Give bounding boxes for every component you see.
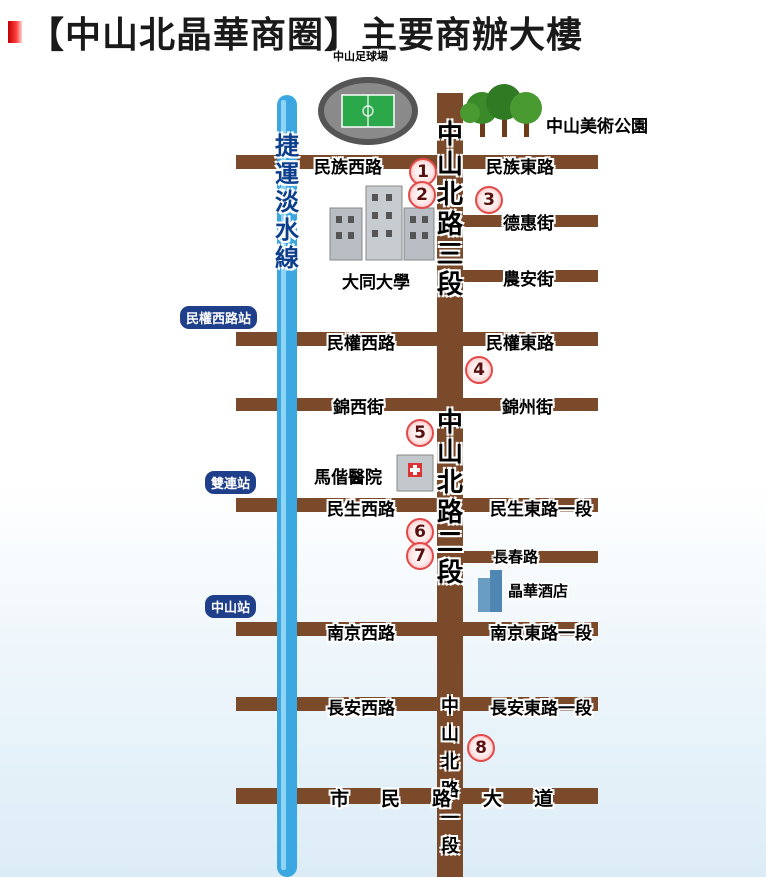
street-minsheng-east: 民生東路一段 bbox=[490, 500, 592, 520]
road-changan bbox=[236, 697, 598, 711]
building-marker-6[interactable]: 6 bbox=[406, 518, 434, 546]
street-jinxi: 錦西街 bbox=[333, 398, 384, 418]
road-dehui bbox=[450, 215, 598, 227]
zhongshan-sec2-label: 中山北路二段 bbox=[436, 408, 463, 588]
zhongshan-sec1-label: 中山北路一段 bbox=[441, 696, 459, 857]
university-label: 大同大學 bbox=[342, 273, 410, 293]
road-nanjing bbox=[236, 622, 598, 636]
street-changan-east: 長安東路一段 bbox=[490, 699, 592, 719]
hospital-label: 馬偕醫院 bbox=[314, 468, 382, 488]
street-minzu-west: 民族西路 bbox=[314, 158, 382, 178]
tree-icon bbox=[460, 84, 542, 137]
road-civic bbox=[236, 788, 598, 804]
hotel-building-icon bbox=[478, 570, 502, 612]
street-minzu-east: 民族東路 bbox=[486, 158, 554, 178]
page-title: 【中山北晶華商圈】主要商辦大樓 bbox=[8, 6, 583, 58]
road-changchun bbox=[450, 551, 598, 563]
building-marker-2[interactable]: 2 bbox=[408, 181, 436, 209]
station-shuanglian[interactable]: 雙連站 bbox=[205, 471, 257, 494]
street-nanjing-east: 南京東路一段 bbox=[490, 624, 592, 644]
title-text: 【中山北晶華商圈】主要商辦大樓 bbox=[28, 15, 584, 56]
building-marker-3[interactable]: 3 bbox=[475, 186, 503, 214]
street-dehui: 德惠街 bbox=[503, 214, 554, 234]
road-zhongshan-north bbox=[437, 93, 463, 877]
road-jinxi bbox=[236, 398, 598, 411]
road-minsheng bbox=[236, 498, 598, 512]
street-civic-boulevard: 市民路大道 bbox=[330, 788, 554, 810]
university-building-icon bbox=[329, 185, 435, 261]
hotel-label: 晶華酒店 bbox=[508, 582, 569, 600]
road-minquan bbox=[236, 332, 598, 346]
street-changchun: 長春路 bbox=[493, 548, 539, 566]
road-nongan bbox=[450, 270, 598, 282]
art-park-label: 中山美術公園 bbox=[546, 117, 648, 137]
street-minsheng-west: 民生西路 bbox=[327, 500, 395, 520]
station-zhongshan[interactable]: 中山站 bbox=[205, 595, 257, 618]
stadium-icon bbox=[318, 77, 418, 145]
stadium-label: 中山足球場 bbox=[333, 50, 388, 63]
building-marker-5[interactable]: 5 bbox=[406, 419, 434, 447]
street-nongan: 農安街 bbox=[503, 270, 554, 290]
street-minquan-east: 民權東路 bbox=[486, 334, 554, 354]
building-marker-7[interactable]: 7 bbox=[406, 542, 434, 570]
street-nanjing-west: 南京西路 bbox=[327, 624, 395, 644]
street-changan-west: 長安西路 bbox=[327, 699, 395, 719]
zhongshan-sec3-label: 中山北路三段 bbox=[436, 120, 463, 300]
metro-line-label: 捷運淡水線 bbox=[272, 132, 302, 272]
hospital-building-icon bbox=[396, 454, 434, 492]
building-marker-8[interactable]: 8 bbox=[467, 734, 495, 762]
metro-line-highlight bbox=[281, 100, 286, 870]
metro-line-name: 捷運淡水線 bbox=[275, 132, 299, 272]
station-minquan-west[interactable]: 民權西路站 bbox=[180, 306, 258, 329]
street-jinzhou: 錦州街 bbox=[502, 398, 553, 418]
street-minquan-west: 民權西路 bbox=[327, 334, 395, 354]
building-marker-4[interactable]: 4 bbox=[465, 356, 493, 384]
title-bullet bbox=[8, 21, 22, 43]
